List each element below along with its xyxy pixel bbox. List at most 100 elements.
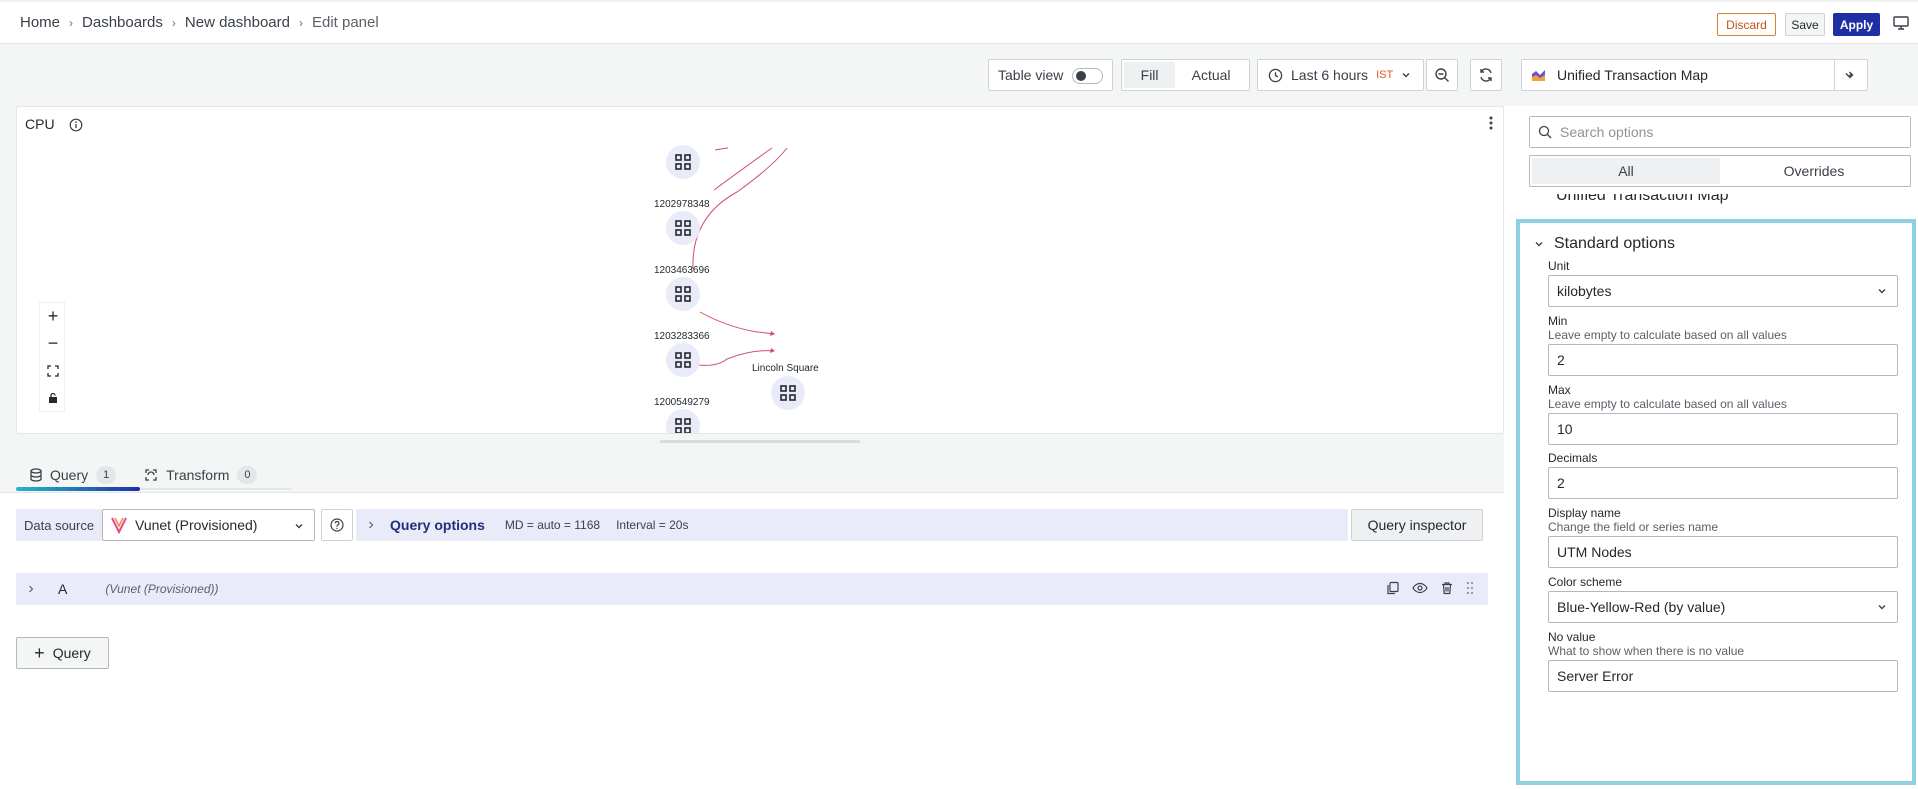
chevron-right-icon <box>1846 70 1856 80</box>
transaction-map-graph[interactable] <box>17 107 1504 434</box>
database-icon <box>30 468 42 482</box>
panel-menu-icon[interactable] <box>1489 116 1493 133</box>
duplicate-icon[interactable] <box>1386 581 1400 595</box>
max-description: Leave empty to calculate based on all va… <box>1548 397 1787 411</box>
zoom-out-map-button[interactable]: − <box>47 333 59 353</box>
query-ref-id: A <box>58 581 68 597</box>
query-options-bar[interactable]: Query options MD = auto = 1168 Interval … <box>356 509 1348 541</box>
chevron-right-icon: › <box>69 15 74 30</box>
graph-node <box>666 409 700 433</box>
unit-select[interactable]: kilobytes <box>1548 275 1898 307</box>
breadcrumb-new-dashboard[interactable]: New dashboard <box>184 14 290 31</box>
no-value-description: What to show when there is no value <box>1548 644 1745 658</box>
zoom-in-button[interactable]: + <box>47 306 59 326</box>
chevron-down-icon <box>1534 239 1544 249</box>
decimals-value: 2 <box>1557 475 1565 491</box>
chevron-right-icon: › <box>171 15 176 30</box>
options-tab-switch: All Overrides <box>1529 155 1911 187</box>
decimals-label: Decimals <box>1548 451 1598 465</box>
info-icon[interactable] <box>69 118 83 135</box>
tab-transform-count: 0 <box>237 466 258 484</box>
collapse-options-button[interactable] <box>1834 60 1867 90</box>
add-query-label: Query <box>52 645 91 661</box>
min-label: Min <box>1548 314 1568 328</box>
transform-icon <box>144 468 158 482</box>
apply-button[interactable]: Apply <box>1833 13 1880 36</box>
drag-handle-icon[interactable] <box>1466 581 1474 595</box>
trash-icon[interactable] <box>1440 581 1454 595</box>
chevron-right-icon: › <box>298 15 303 30</box>
min-input[interactable]: 2 <box>1548 344 1898 376</box>
node-label: 1202978348 <box>654 199 710 210</box>
graph-node <box>666 145 700 179</box>
breadcrumb-edit-panel: Edit panel <box>311 14 379 31</box>
node-label: Lincoln Square <box>752 363 819 374</box>
help-icon <box>330 518 344 532</box>
monitor-icon[interactable] <box>1893 16 1909 33</box>
chevron-right-icon <box>366 520 376 530</box>
breadcrumb-home[interactable]: Home <box>20 14 61 31</box>
query-inspector-button[interactable]: Query inspector <box>1351 509 1483 541</box>
zoom-out-button[interactable] <box>1426 59 1458 91</box>
search-icon <box>1538 125 1552 139</box>
refresh-button[interactable] <box>1470 59 1502 91</box>
breadcrumb-dashboards[interactable]: Dashboards <box>82 14 163 31</box>
section-unified-transaction-map[interactable]: Unified Transaction Map <box>1529 194 1911 207</box>
add-query-button[interactable]: + Query <box>16 637 109 669</box>
max-data-points: MD = auto = 1168 <box>504 518 601 532</box>
table-view-toggle[interactable] <box>1072 68 1103 84</box>
lock-icon <box>48 392 58 404</box>
decimals-input[interactable]: 2 <box>1548 467 1898 499</box>
data-source-row: Data source Vunet (Provisioned) <box>16 509 353 541</box>
panel-preview: CPU <box>16 106 1504 434</box>
fit-view-icon <box>47 364 59 377</box>
tab-query[interactable]: Query 1 <box>16 460 130 490</box>
unit-value: kilobytes <box>1557 283 1612 299</box>
query-options-title: Query options <box>390 517 485 533</box>
actual-option[interactable]: Actual <box>1191 67 1231 83</box>
panel-title: CPU <box>25 116 55 132</box>
fit-view-button[interactable] <box>40 357 66 384</box>
time-range-picker[interactable]: Last 6 hours IST <box>1257 59 1424 91</box>
min-description: Leave empty to calculate based on all va… <box>1548 328 1787 342</box>
interval: Interval = 20s <box>616 518 689 532</box>
max-input[interactable]: 10 <box>1548 413 1898 445</box>
chevron-down-icon <box>1401 70 1411 80</box>
display-name-value: UTM Nodes <box>1557 544 1632 560</box>
eye-icon[interactable] <box>1412 581 1428 595</box>
tab-overrides[interactable]: Overrides <box>1783 163 1845 179</box>
graph-edge-arrow <box>770 331 775 336</box>
tab-transform[interactable]: Transform 0 <box>130 460 271 490</box>
visualization-picker[interactable]: Unified Transaction Map <box>1521 59 1868 91</box>
query-tabs: Query 1 Transform 0 <box>16 460 271 490</box>
color-scheme-label: Color scheme <box>1548 575 1623 589</box>
chevron-right-icon[interactable] <box>26 584 36 594</box>
save-button[interactable]: Save <box>1785 13 1825 36</box>
query-row-a[interactable]: A (Vunet (Provisioned)) <box>16 573 1488 605</box>
panel-resize-handle[interactable] <box>660 440 860 443</box>
graph-node-lincoln-square <box>771 376 805 410</box>
lock-button[interactable] <box>40 384 66 411</box>
no-value-input[interactable]: Server Error <box>1548 660 1898 692</box>
standard-options-header[interactable]: Standard options <box>1534 235 1675 253</box>
query-data-source: (Vunet (Provisioned)) <box>105 582 219 596</box>
table-view-toggle-group: Table view <box>988 59 1113 91</box>
toggle-knob <box>1076 71 1086 81</box>
refresh-icon <box>1478 67 1494 83</box>
options-pane: Search options All Overrides Unified Tra… <box>1504 106 1918 789</box>
tab-all[interactable]: All <box>1532 158 1720 184</box>
display-name-description: Change the field or series name <box>1548 520 1719 534</box>
graph-edge <box>713 147 773 191</box>
tab-divider <box>140 488 292 490</box>
data-source-label: Data source <box>16 509 103 541</box>
data-source-help-button[interactable] <box>321 509 353 541</box>
section-title: Unified Transaction Map <box>1556 194 1729 204</box>
node-label: 1203463696 <box>654 265 710 276</box>
data-source-select[interactable]: Vunet (Provisioned) <box>102 509 315 541</box>
fill-option[interactable]: Fill <box>1124 62 1176 88</box>
search-options-input[interactable]: Search options <box>1529 116 1911 148</box>
color-scheme-select[interactable]: Blue-Yellow-Red (by value) <box>1548 591 1898 623</box>
plus-icon: + <box>34 643 45 663</box>
discard-button[interactable]: Discard <box>1717 13 1776 36</box>
display-name-input[interactable]: UTM Nodes <box>1548 536 1898 568</box>
